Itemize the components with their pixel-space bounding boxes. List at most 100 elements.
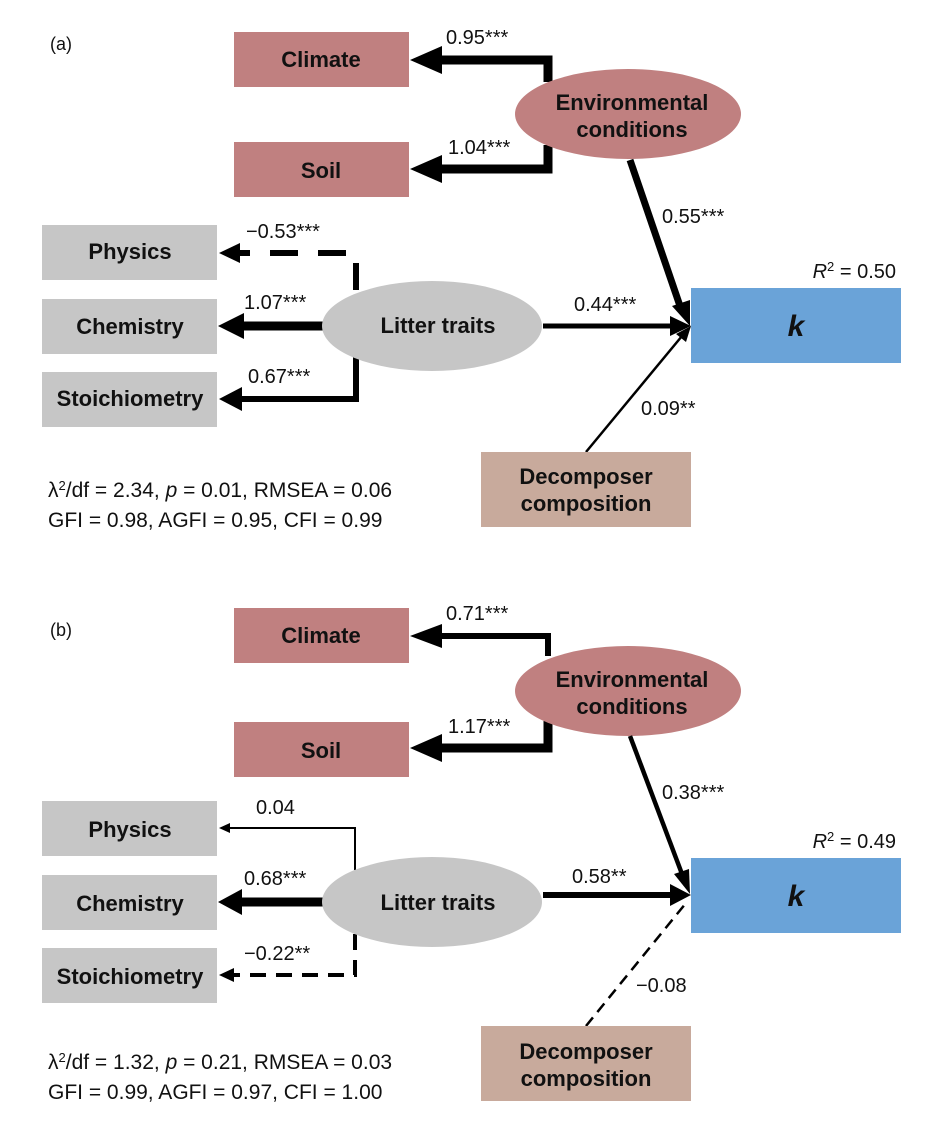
path-line [440, 721, 553, 753]
environmental-conditions-node: Environmental conditions [515, 646, 741, 736]
litter-traits-ellipse [322, 857, 542, 947]
r-squared-label: R2 = 0.49 [813, 829, 896, 854]
p-symbol: p [165, 1051, 178, 1074]
path-env-soil: 1.04*** [410, 137, 553, 183]
path-line [440, 633, 551, 656]
fit-text: /df = 1.32, [66, 1051, 166, 1074]
path-line [440, 55, 553, 82]
path-env-climate: 0.71*** [410, 603, 551, 656]
k-box [691, 858, 901, 933]
r2-symbol: R [813, 831, 827, 853]
panel-label: (b) [50, 620, 72, 640]
path-litter-k: 0.44*** [543, 294, 691, 336]
environmental-conditions-ellipse [515, 69, 741, 159]
path-line [232, 934, 357, 977]
litter-traits-node: Litter traits [322, 857, 542, 947]
path-litter-chemistry: 0.68*** [218, 868, 325, 915]
env-label-line1: Environmental [556, 667, 709, 692]
environmental-conditions-ellipse [515, 646, 741, 736]
coefficient-label: −0.53*** [246, 221, 320, 243]
fit-stats-line2: GFI = 0.99, AGFI = 0.97, CFI = 1.00 [48, 1081, 382, 1104]
arrowhead-icon [410, 46, 442, 74]
climate-box [234, 608, 409, 663]
coefficient-label: 0.55*** [662, 206, 724, 228]
fit-stats-line2: GFI = 0.98, AGFI = 0.95, CFI = 0.99 [48, 509, 382, 532]
arrowhead-icon [218, 889, 242, 915]
arrowhead-icon [410, 734, 442, 762]
coefficient-label: 1.17*** [448, 716, 510, 738]
r2-value: = 0.49 [834, 831, 896, 853]
r2-value: = 0.50 [834, 261, 896, 283]
litter-traits-node: Litter traits [322, 281, 542, 371]
chemistry-node: Chemistry [42, 299, 217, 354]
soil-box [234, 142, 409, 197]
physics-box [42, 225, 217, 280]
physics-box [42, 801, 217, 856]
arrowhead-icon [676, 326, 691, 342]
path-decomp-k: −0.08 [585, 902, 687, 1027]
chi-symbol: λ [48, 479, 59, 502]
path-line [626, 158, 684, 308]
path-env-soil: 1.17*** [410, 716, 553, 762]
soil-label: Soil [301, 738, 341, 763]
litter-label: Litter traits [381, 313, 496, 338]
stoichiometry-label: Stoichiometry [57, 386, 204, 411]
path-line [627, 735, 685, 875]
stoichiometry-box [42, 372, 217, 427]
path-litter-k: 0.58** [543, 866, 691, 906]
arrowhead-icon [219, 823, 230, 833]
climate-label: Climate [281, 47, 360, 72]
p-symbol: p [165, 479, 178, 502]
coefficient-label: 0.95*** [446, 27, 508, 49]
chemistry-label: Chemistry [76, 314, 184, 339]
path-line [228, 827, 356, 870]
decomposer-composition-node: Decomposer composition [481, 1026, 691, 1101]
physics-node: Physics [42, 225, 217, 280]
physics-label: Physics [88, 817, 171, 842]
environmental-conditions-node: Environmental conditions [515, 69, 741, 159]
env-label-line2: conditions [576, 117, 687, 142]
k-label: k [788, 880, 806, 913]
fit-text: = 0.01, RMSEA = 0.06 [177, 479, 392, 502]
coefficient-label: 0.04 [256, 797, 295, 819]
fit-stats-line1: λ2/df = 1.32, p = 0.21, RMSEA = 0.03 [48, 1050, 392, 1075]
stoichiometry-node: Stoichiometry [42, 948, 217, 1003]
env-label-line1: Environmental [556, 90, 709, 115]
soil-node: Soil [234, 142, 409, 197]
path-line [440, 145, 553, 174]
path-line [585, 902, 687, 1027]
env-label-line2: conditions [576, 694, 687, 719]
path-litter-stoich: −0.22** [219, 934, 357, 982]
coefficient-label: 0.58** [572, 866, 627, 888]
climate-label: Climate [281, 623, 360, 648]
panel-label: (a) [50, 34, 72, 54]
path-litter-stoich: 0.67*** [219, 357, 359, 411]
path-litter-chemistry: 1.07*** [218, 292, 325, 339]
coefficient-label: −0.22** [244, 943, 310, 965]
chemistry-box [42, 875, 217, 930]
path-litter-physics: −0.53*** [219, 221, 359, 290]
k-box [691, 288, 901, 363]
arrowhead-icon [670, 316, 691, 336]
arrowhead-icon [410, 624, 442, 648]
chemistry-node: Chemistry [42, 875, 217, 930]
stoichiometry-box [42, 948, 217, 1003]
path-env-k: 0.38*** [627, 735, 724, 894]
arrowhead-icon [670, 884, 691, 906]
fit-text: /df = 2.34, [66, 479, 166, 502]
path-env-k: 0.55*** [626, 158, 724, 326]
coefficient-label: 0.68*** [244, 868, 306, 890]
fit-superscript: 2 [59, 478, 66, 493]
arrowhead-icon [410, 155, 442, 183]
r2-superscript: 2 [827, 259, 834, 274]
panel-b: (b) Climate Soil 0.71*** 1.17*** Environ… [42, 603, 901, 1104]
climate-node: Climate [234, 32, 409, 87]
climate-node: Climate [234, 608, 409, 663]
r2-superscript: 2 [827, 829, 834, 844]
litter-label: Litter traits [381, 890, 496, 915]
panel-a: (a) Climate Soil 0.95*** 1.04*** Environ… [42, 27, 901, 532]
physics-node: Physics [42, 801, 217, 856]
k-label: k [788, 310, 806, 343]
coefficient-label: 1.07*** [244, 292, 306, 314]
